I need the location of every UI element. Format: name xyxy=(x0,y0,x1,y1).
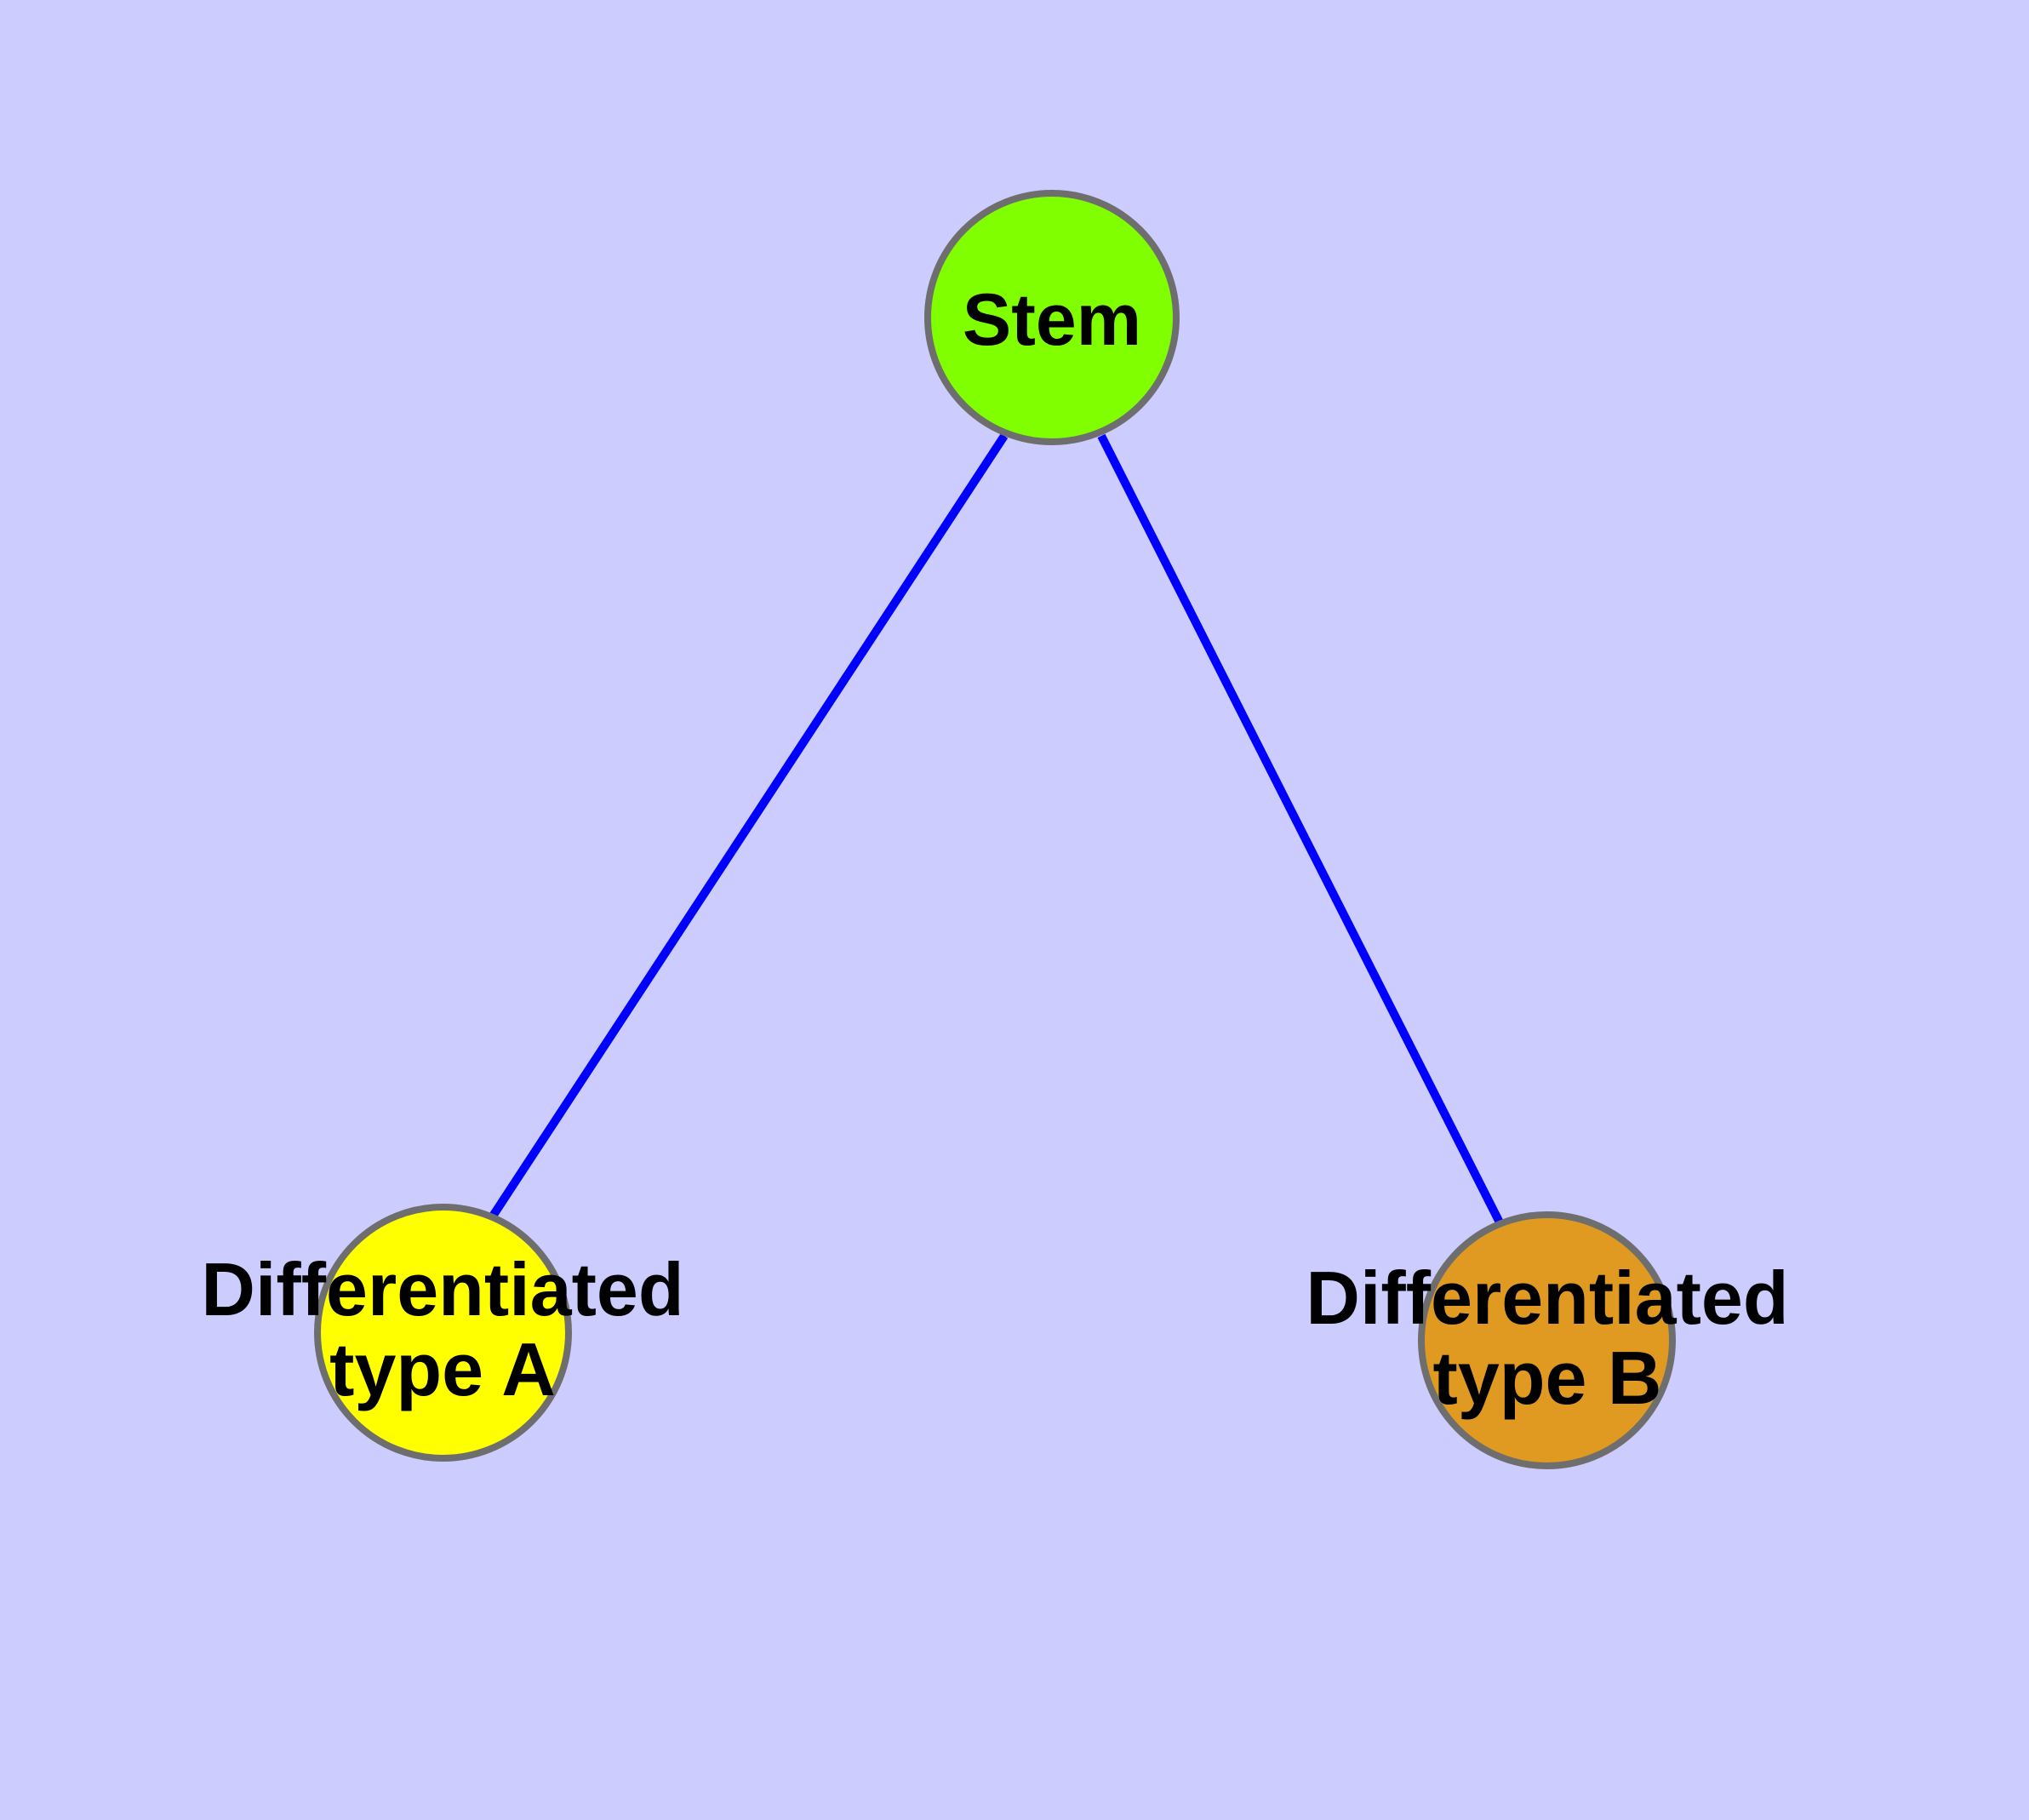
node-differentiated-type-a[interactable] xyxy=(314,1204,572,1462)
edge-stem-to-type-b[interactable] xyxy=(1097,433,1504,1225)
edge-stem-to-type-a[interactable] xyxy=(488,433,1009,1220)
node-differentiated-type-b[interactable] xyxy=(1418,1211,1676,1469)
node-stem[interactable] xyxy=(924,190,1180,445)
